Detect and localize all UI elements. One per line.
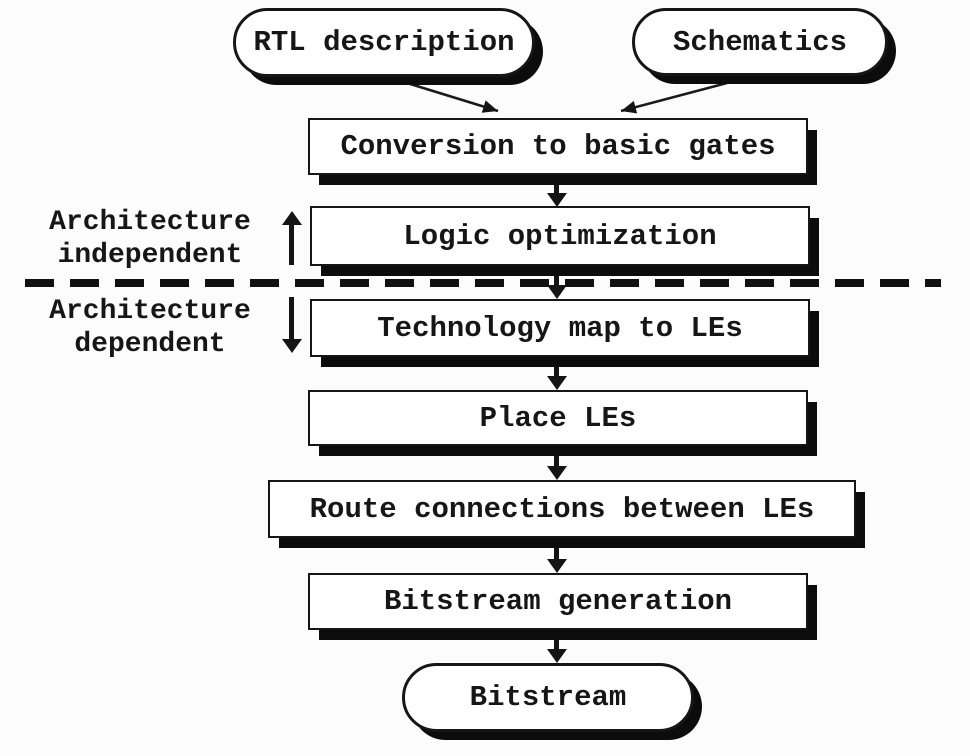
- terminal-schematics: Schematics: [632, 8, 888, 76]
- merge-arrows: [406, 81, 728, 114]
- label-architecture-independent-line2: independent: [57, 240, 243, 271]
- arrow-schematics-to-conversion: [620, 81, 728, 114]
- step-technology-map-to-les: Technology map to LEs: [310, 299, 810, 357]
- arrow-architecture-dependent-down: [281, 297, 303, 353]
- label-architecture-independent-line1: Architecture: [49, 207, 251, 238]
- terminal-rtl-description: RTL description: [233, 8, 535, 77]
- arrow-place-to-route: [546, 449, 568, 480]
- architecture-divider-dashed-line: [25, 279, 941, 287]
- arrow-bitgen-to-bitstream: [546, 632, 568, 663]
- arrow-conversion-to-logic: [546, 177, 568, 207]
- label-architecture-dependent-line2: dependent: [74, 329, 226, 360]
- arrow-rtl-to-conversion: [406, 81, 499, 113]
- arrow-architecture-independent-up: [281, 211, 303, 265]
- step-conversion-to-basic-gates: Conversion to basic gates: [308, 118, 808, 175]
- label-architecture-independent: Architecture independent: [28, 206, 272, 272]
- label-architecture-dependent-line1: Architecture: [49, 296, 251, 327]
- step-route-connections: Route connections between LEs: [268, 480, 856, 538]
- step-place-les: Place LEs: [308, 390, 808, 446]
- label-architecture-dependent: Architecture dependent: [28, 295, 272, 361]
- step-logic-optimization: Logic optimization: [310, 206, 810, 266]
- arrow-route-to-bitgen: [546, 540, 568, 573]
- terminal-bitstream: Bitstream: [402, 663, 694, 732]
- step-bitstream-generation: Bitstream generation: [308, 573, 808, 630]
- arrow-technology-to-place: [546, 359, 568, 390]
- arrow-logic-to-technology: [546, 268, 568, 299]
